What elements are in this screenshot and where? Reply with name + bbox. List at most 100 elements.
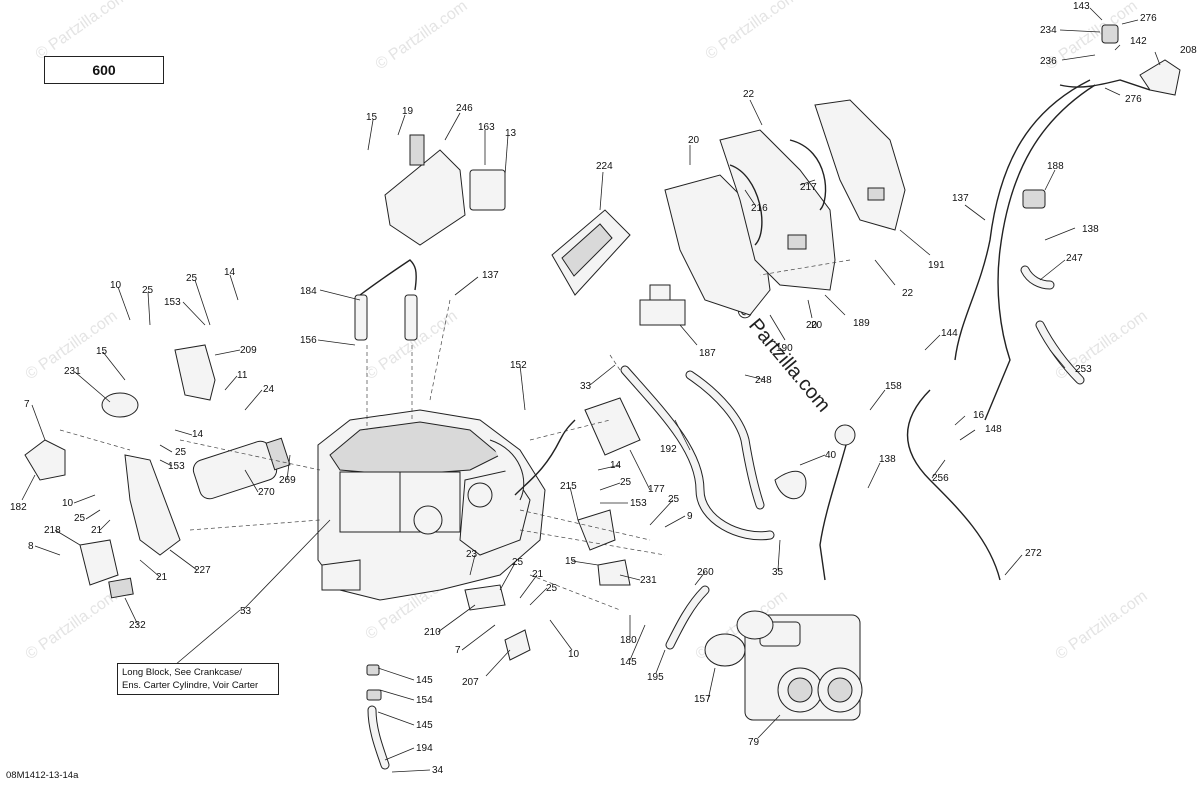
callout-276: 276 — [1140, 13, 1157, 24]
callout-22: 22 — [902, 288, 914, 299]
center-watermark: © Partzilla.com — [731, 299, 834, 416]
callout-21: 21 — [156, 572, 168, 583]
long-block-note: Long Block, See Crankcase/ Ens. Carter C… — [117, 663, 279, 695]
note-line-2: Ens. Carter Cylindre, Voir Carter — [122, 680, 259, 691]
callout-148: 148 — [985, 424, 1002, 435]
callout-35: 35 — [772, 567, 784, 578]
callout-270: 270 — [258, 487, 275, 498]
callout-25: 25 — [512, 557, 524, 568]
engine-block — [317, 409, 546, 601]
callout-153: 153 — [168, 461, 185, 472]
callout-227: 227 — [194, 565, 211, 576]
callout-163: 163 — [478, 122, 495, 133]
callout-208: 208 — [1180, 45, 1197, 56]
callout-246: 246 — [456, 103, 473, 114]
callout-260: 260 — [697, 567, 714, 578]
callout-272: 272 — [1025, 548, 1042, 559]
watermark: © Partzilla.com — [1043, 0, 1141, 73]
callout-7: 7 — [24, 399, 30, 410]
callout-10: 10 — [110, 280, 122, 291]
callout-14: 14 — [224, 267, 236, 278]
callout-20: 20 — [811, 320, 823, 331]
reference-lines — [59, 259, 851, 611]
callout-224: 224 — [596, 161, 613, 172]
watermark: © Partzilla.com — [33, 0, 131, 63]
throttle-body — [744, 614, 863, 721]
callout-15: 15 — [565, 556, 577, 567]
note-line-1: Long Block, See Crankcase/ — [122, 667, 242, 678]
callout-24: 24 — [263, 384, 275, 395]
callout-218: 218 — [44, 525, 61, 536]
callout-253: 253 — [1075, 364, 1092, 375]
small-parts — [354, 24, 1181, 701]
callout-25: 25 — [620, 477, 632, 488]
callout-145: 145 — [620, 657, 637, 668]
engine-mounts — [24, 344, 641, 661]
callout-232: 232 — [129, 620, 146, 631]
ignition-bracket — [384, 134, 506, 246]
callout-137: 137 — [482, 270, 499, 281]
callout-144: 144 — [941, 328, 958, 339]
starter-motor — [192, 437, 291, 500]
callout-14: 14 — [192, 429, 204, 440]
callout-231: 231 — [64, 366, 81, 377]
callout-15: 15 — [96, 346, 108, 357]
callout-138: 138 — [879, 454, 896, 465]
callout-188: 188 — [1047, 161, 1064, 172]
callout-156: 156 — [300, 335, 317, 346]
callout-177: 177 — [648, 484, 665, 495]
callout-22: 22 — [743, 89, 755, 100]
callout-25: 25 — [175, 447, 187, 458]
callout-236: 236 — [1040, 56, 1057, 67]
callout-14: 14 — [610, 460, 622, 471]
callout-10: 10 — [568, 649, 580, 660]
watermark: © Partzilla.com — [1053, 588, 1151, 664]
watermark: © Partzilla.com — [703, 0, 801, 63]
callout-195: 195 — [647, 672, 664, 683]
callout-182: 182 — [10, 502, 27, 513]
callout-34: 34 — [432, 765, 444, 776]
callout-20: 20 — [688, 135, 700, 146]
drawing-code: 08M1412-13-14a — [6, 770, 79, 781]
callout-33: 33 — [580, 381, 592, 392]
callout-180: 180 — [620, 635, 637, 646]
callout-145: 145 — [416, 720, 433, 731]
hoses — [367, 265, 1085, 770]
callout-248: 248 — [755, 375, 772, 386]
callout-187: 187 — [699, 348, 716, 359]
callout-152: 152 — [510, 360, 527, 371]
callout-153: 153 — [164, 297, 181, 308]
callout-labels: 143 234 276 142 208 236 276 22 20 217 20… — [10, 1, 1197, 776]
callout-21: 21 — [532, 569, 544, 580]
airbox — [551, 209, 631, 296]
callout-11: 11 — [237, 370, 248, 381]
callout-217: 217 — [800, 182, 817, 193]
callout-20: 20 — [806, 320, 818, 331]
callout-23: 23 — [466, 549, 478, 560]
leader-lines — [21, 7, 1161, 773]
callout-25: 25 — [186, 273, 198, 284]
callout-25: 25 — [546, 583, 558, 594]
callout-157: 157 — [694, 694, 711, 705]
callout-256: 256 — [932, 473, 949, 484]
callout-192: 192 — [660, 444, 677, 455]
callout-209: 209 — [240, 345, 257, 356]
callout-15: 15 — [366, 112, 378, 123]
callout-154: 154 — [416, 695, 433, 706]
callout-7: 7 — [455, 645, 461, 656]
callout-16: 16 — [973, 410, 985, 421]
callout-191: 191 — [928, 260, 945, 271]
callout-184: 184 — [300, 286, 317, 297]
engine-variant-label: 600 — [44, 56, 164, 84]
callout-19: 19 — [402, 106, 414, 117]
callout-210: 210 — [424, 627, 441, 638]
watermark: © Partzilla.com — [23, 588, 121, 664]
callout-234: 234 — [1040, 25, 1057, 36]
belt-guard — [664, 99, 906, 316]
callout-153: 153 — [630, 498, 647, 509]
callout-40: 40 — [825, 450, 837, 461]
callout-25: 25 — [668, 494, 680, 505]
callout-215: 215 — [560, 481, 577, 492]
callout-10: 10 — [62, 498, 74, 509]
